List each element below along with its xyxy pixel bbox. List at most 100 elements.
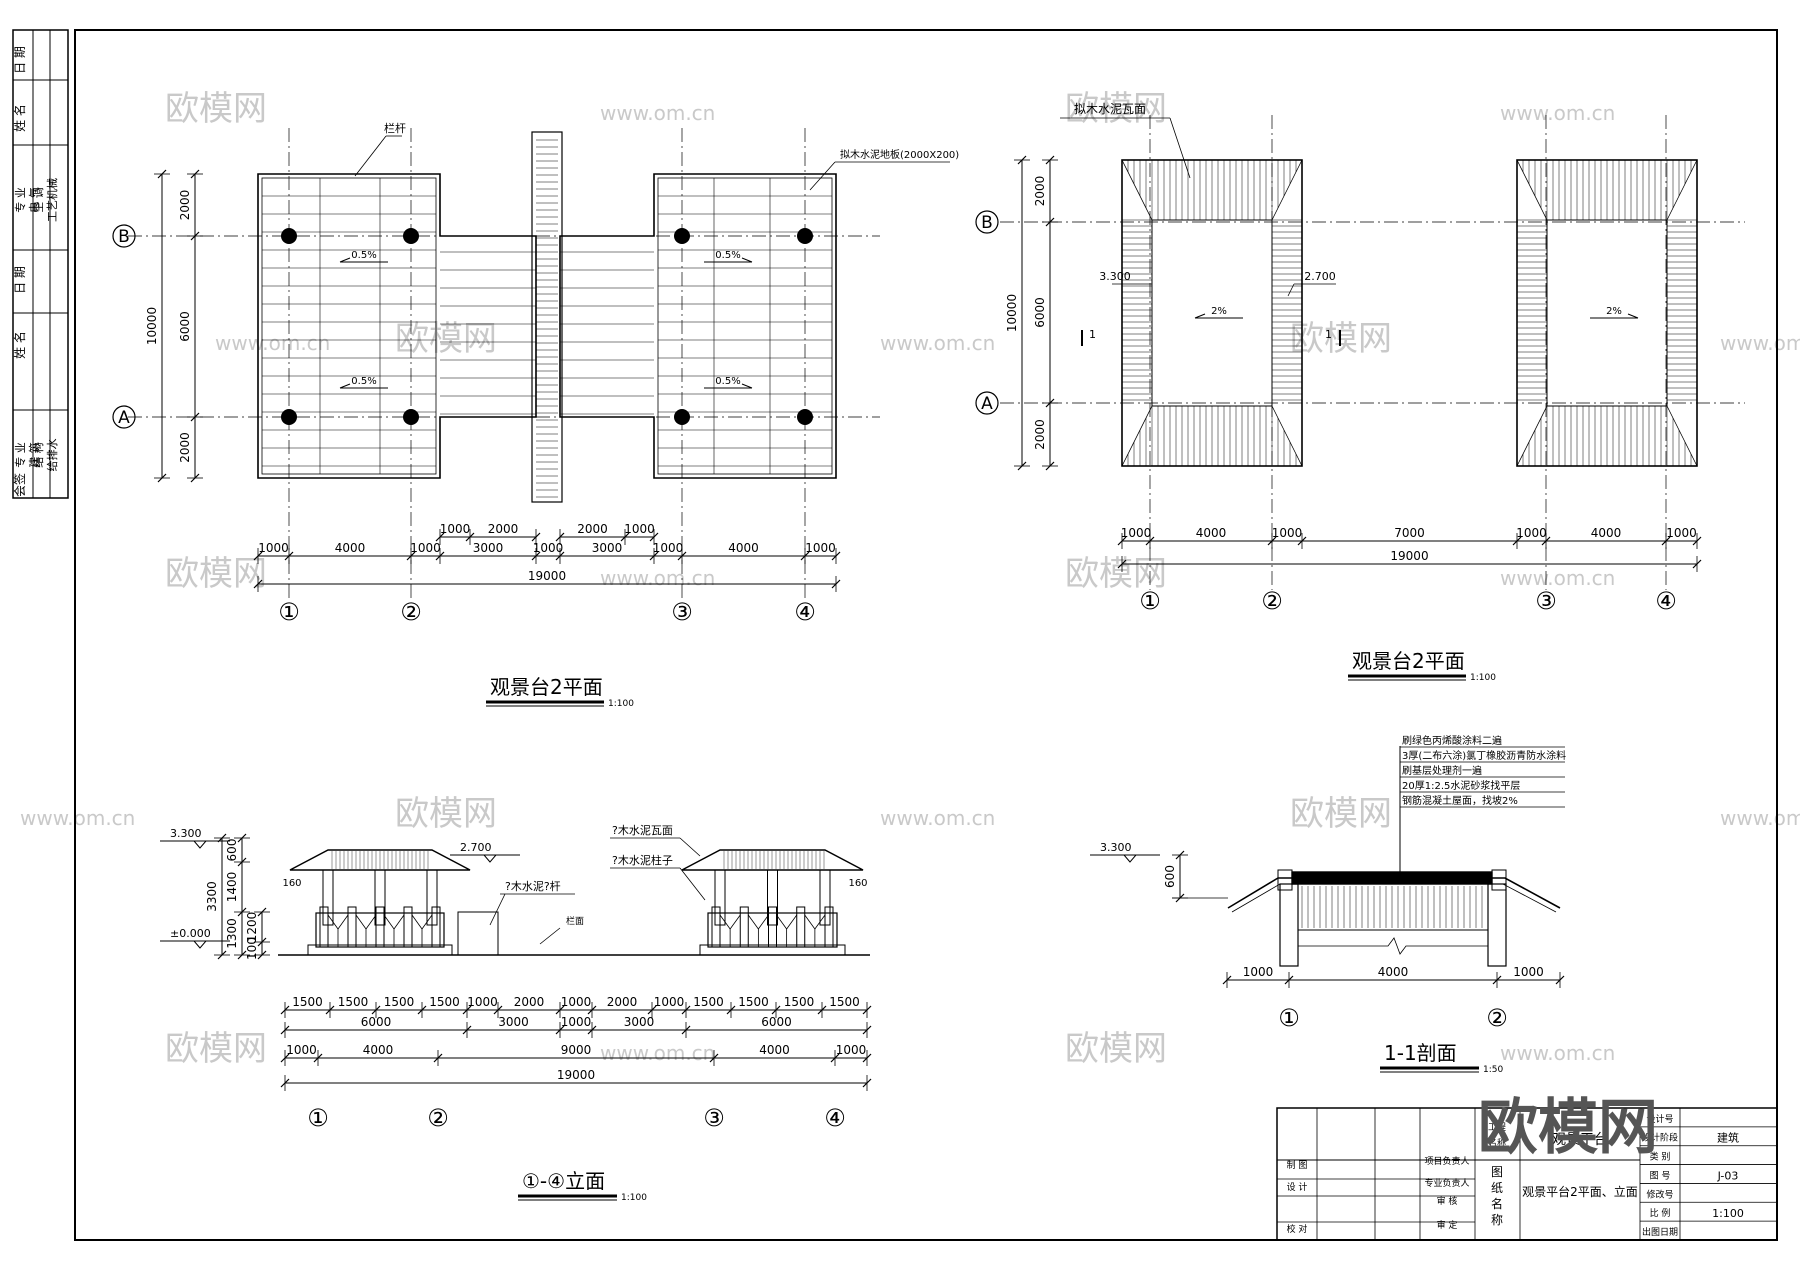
tb-right-label: 设计阶段 (1642, 1132, 1678, 1144)
axis-row-B-circle (975, 210, 999, 234)
countersign-strip: 日 期姓 名专 业电 气空 调工艺机械日 期姓 名专 业建 筑结 构给排水会签 (12, 29, 69, 499)
roof-leader (1169, 117, 1191, 179)
tb-left-label: 设 计 (1287, 1181, 1308, 1193)
el-top-label: 3.300 (170, 827, 202, 840)
strip-group1-label: 专 业 (13, 187, 27, 213)
slope-arrow-label: 0.5% (715, 376, 740, 387)
bridge-outline (531, 131, 563, 503)
railing-leader (354, 135, 387, 177)
plan2-title: 观景台2平面 (1352, 649, 1465, 673)
plan1-vtotal-label: 10000 (145, 307, 159, 345)
elev-post-dim: 160 (848, 878, 867, 889)
slope-arrow-head (339, 383, 351, 389)
plan2-vdim-label: 2000 (1033, 419, 1047, 450)
tb-right-value: 建筑 (1717, 1131, 1739, 1145)
section-mark-label: 1 (1089, 328, 1096, 341)
watermark-url: www.om.cn (880, 806, 995, 830)
elev-hdim1-label: 1000 (561, 995, 592, 1009)
tb-drawing-name-label: 图 (1491, 1165, 1503, 1179)
roof-slope-head (1194, 313, 1206, 319)
elev-hdim1-label: 1500 (429, 995, 460, 1009)
tb-drawing-name-label: 称 (1491, 1213, 1503, 1227)
elev-hdim2-label: 6000 (761, 1015, 792, 1029)
section-break (1298, 937, 1488, 955)
strip-name-label: 姓 名 (12, 331, 27, 359)
tb-left-label2: 审 核 (1437, 1195, 1458, 1207)
roof-right-hip (1516, 405, 1548, 467)
el-zero-tri (192, 940, 208, 949)
watermark-url: www.om.cn (880, 331, 995, 355)
tb-right-value: J-03 (1717, 1169, 1739, 1182)
axis-row-A-label: A (981, 394, 993, 414)
plan1-vdim-label: 2000 (178, 190, 192, 221)
watermark-url: www.om.cn (600, 566, 715, 590)
deck-outline-left (257, 173, 537, 479)
section-wall (1297, 883, 1489, 931)
axis-col: ④ (794, 598, 816, 626)
elev-label-post: ?木水泥柱子 (612, 853, 673, 867)
plan2-vtotal-label: 10000 (1005, 294, 1019, 332)
section-column-left (1279, 883, 1299, 967)
pavilion-left-base (307, 944, 453, 956)
site-logo: 欧模网 (1478, 1093, 1658, 1163)
el-mid-label: 2.700 (460, 841, 492, 854)
slope-arrow-head (741, 257, 753, 263)
tb-project-label: 工程 (1488, 1122, 1506, 1133)
column-dot (403, 409, 419, 425)
section-scale: 1:50 (1483, 1065, 1503, 1075)
strip-group2-label: 专 业 (13, 442, 27, 468)
elev-hdim1-label: 1500 (338, 995, 369, 1009)
tb-left-label2: 专业负责人 (1424, 1177, 1469, 1189)
section-note: 20厚1:2.5水泥砂浆找平层 (1402, 779, 1520, 792)
watermark-text: 欧模网 (395, 319, 497, 359)
elev-hdim1-label: 1500 (384, 995, 415, 1009)
pavilion-right-baluster (824, 906, 834, 948)
strip-group1-label: 空 调 (31, 187, 45, 213)
pavilion-left-baluster (403, 906, 413, 948)
el-mid-tri (482, 854, 498, 863)
title-block: 制 图项目负责人设 计专业负责人审 核校 对审 定工程名称观景平台图纸名称观景平… (1276, 1107, 1778, 1241)
strip-group1-label: 工艺机械 (45, 178, 59, 222)
plan1-hdim2-label: 3000 (592, 541, 623, 555)
pavilion-right-rail-brace (776, 914, 787, 930)
watermark-url: www.om.cn (1500, 1041, 1615, 1065)
pavilion-left-rail-brace (421, 914, 433, 930)
railing-label: 栏杆 (384, 121, 406, 135)
pavilion-right-baluster (739, 906, 749, 948)
plan1-htotal-label: 19000 (528, 569, 566, 583)
plan1-hdim1a-label: 2000 (488, 522, 519, 536)
watermark-text: 欧模网 (165, 89, 267, 129)
tb-right-label: 修改号 (1646, 1188, 1673, 1200)
elev-hdim1-label: 1500 (829, 995, 860, 1009)
plan2-hdim-label: 1000 (1121, 526, 1152, 540)
pavilion-left-baluster (431, 906, 441, 948)
plan1-title: 观景台2平面 (490, 675, 603, 699)
watermark-url: www.om.cn (1500, 101, 1615, 125)
slope-arrow-label: 0.5% (351, 376, 376, 387)
elev-hdim1-label: 1000 (654, 995, 685, 1009)
axis-col: ④ (824, 1104, 846, 1132)
plan1-hdim2-label: 1000 (258, 541, 289, 555)
bridge-end (457, 911, 499, 956)
column-dot (281, 409, 297, 425)
title-frame (1276, 1107, 1778, 1241)
roof-el-right: 2.700 (1304, 270, 1336, 283)
tb-left-label: 制 图 (1287, 1159, 1308, 1171)
pavilion-right-base (699, 944, 846, 956)
slope-arrow-head (339, 257, 351, 263)
roof-label: 拟木水泥瓦面 (1074, 102, 1146, 116)
elev-hdim2-label: 6000 (361, 1015, 392, 1029)
watermark-text: 欧模网 (1290, 794, 1392, 834)
pavilion-left-rail-brace (393, 914, 405, 930)
section-title: 1-1剖面 (1384, 1041, 1457, 1065)
section-hdim-label: 1000 (1513, 965, 1544, 979)
elev-label-roof: ?木水泥瓦面 (612, 824, 673, 837)
railing-inner-left (261, 177, 437, 475)
floor-leader (809, 161, 836, 191)
watermark-url: www.om.cn (600, 1041, 715, 1065)
plan1-hdim2-label: 1000 (533, 541, 564, 555)
tb-drawing-name: 观景平台2平面、立面 (1522, 1184, 1638, 1199)
plan2-vdim-label: 2000 (1033, 176, 1047, 207)
strip-group2-label: 给排水 (45, 439, 59, 472)
